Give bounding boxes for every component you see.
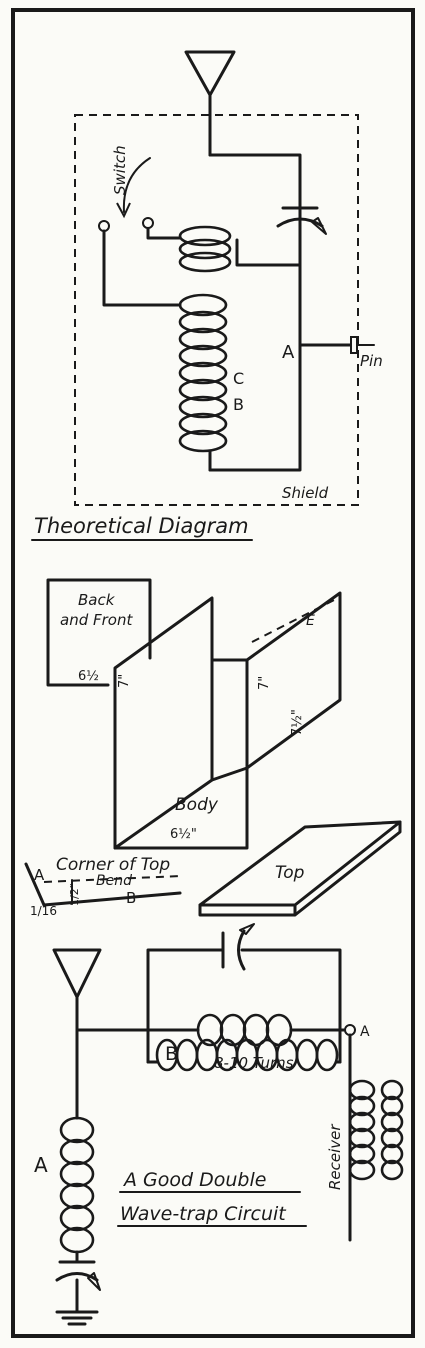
top-plate-lip — [198, 820, 402, 917]
corner-of-top-shape — [24, 862, 182, 907]
theoretical-diagram: Switch A C B Pin Shield Theoretical Diag… — [31, 50, 383, 541]
label-e: E — [306, 613, 315, 629]
theoretical-title: Theoretical Diagram — [34, 514, 249, 538]
dim-left-height: 7" — [117, 674, 132, 688]
back-front-label-1: Back — [78, 591, 116, 609]
corner-bend: Bend — [96, 873, 132, 889]
wavetrap-capacitor — [221, 923, 255, 971]
caption-line-2: Wave-trap Circuit — [120, 1203, 287, 1225]
series-capacitor — [55, 1260, 101, 1291]
tuned-loop — [146, 948, 342, 1064]
switch-arm — [122, 157, 151, 213]
receiver-label: Receiver — [326, 1124, 344, 1190]
series-wire — [75, 1028, 200, 1120]
body-bottom — [113, 658, 249, 850]
label-b-wavetrap: B — [165, 1043, 178, 1065]
dim-body-width: 6½" — [170, 827, 197, 842]
outer-frame — [11, 8, 415, 1338]
corner-title: Corner of Top — [56, 855, 170, 875]
shield-box — [74, 114, 359, 506]
dim-back-width: 6½ — [78, 669, 99, 684]
corner-a: A — [34, 866, 45, 884]
aerial-symbol-2 — [52, 948, 102, 1032]
label-a-theoretical: A — [282, 342, 295, 363]
wavetrap-diagram: B 8-10 Turns A A Receiver A Good Double … — [34, 923, 404, 1326]
pin-label: Pin — [360, 352, 383, 370]
left-wire — [102, 229, 182, 307]
large-coil — [178, 293, 228, 472]
corner-b: B — [126, 889, 136, 907]
body-right-wall — [245, 591, 342, 770]
variable-capacitor-top — [276, 206, 327, 235]
dim-right-height: 7" — [257, 676, 272, 690]
label-c: C — [233, 369, 244, 388]
earth-icon — [55, 1310, 99, 1326]
switch-arrow-icon — [116, 202, 131, 219]
back-front-panel — [46, 578, 152, 687]
edge-dashed-e — [251, 596, 341, 643]
receiver-primary-coil — [348, 1079, 376, 1181]
back-front-label-2: and Front — [60, 611, 133, 629]
top-label: Top — [275, 863, 305, 883]
corner-bend-line — [43, 875, 181, 883]
switch-label: Switch — [111, 145, 129, 195]
pin-terminal — [298, 336, 375, 354]
corner-sixteenth: 1/16 — [30, 904, 57, 918]
turns-label: 8-10 Turns — [214, 1054, 294, 1072]
label-a-coil: A — [34, 1153, 48, 1177]
label-a-node: A — [360, 1024, 370, 1040]
aerial-coil — [59, 1116, 95, 1254]
dim-right-inner: 7½" — [290, 709, 305, 736]
body-label: Body — [175, 795, 219, 815]
feed-wire — [208, 153, 302, 267]
small-coil — [146, 225, 232, 273]
receiver-secondary-coil — [380, 1079, 404, 1181]
series-coil — [196, 1013, 347, 1047]
corner-half: 1/2" — [68, 883, 81, 906]
construction-diagram: Back and Front 6½ 7" 7" 7½" E Body 6½" A… — [24, 578, 402, 918]
aerial-symbol — [184, 50, 236, 157]
caption-line-1: A Good Double — [122, 1169, 266, 1191]
switch-contact-right — [142, 217, 154, 229]
label-b-theoretical: B — [233, 395, 244, 414]
shield-label: Shield — [282, 484, 329, 502]
